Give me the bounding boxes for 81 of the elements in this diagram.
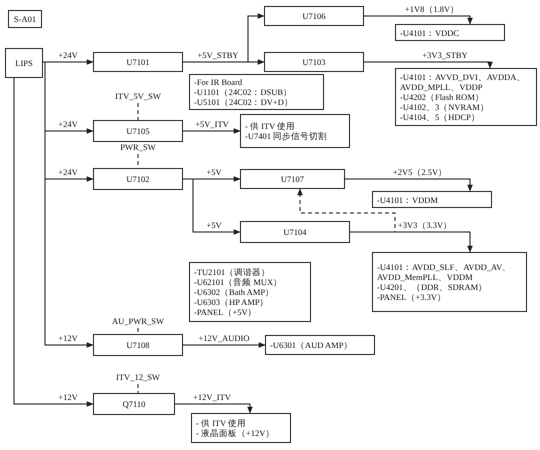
arrow bbox=[364, 62, 493, 69]
edge-label: +5V bbox=[205, 167, 223, 177]
arrow bbox=[364, 16, 473, 25]
arrow bbox=[182, 128, 241, 134]
edge-label: +5V bbox=[205, 220, 223, 230]
note-box bbox=[372, 191, 492, 208]
note-line: -TU2101（调谐器） bbox=[194, 267, 272, 277]
note-line: -PANEL（+3.3V） bbox=[377, 292, 447, 302]
signal-label: AU_PWR_SW bbox=[93, 316, 183, 328]
power-supply-box bbox=[5, 48, 43, 78]
note-line: - 供 ITV 使用 bbox=[245, 121, 296, 131]
arrow bbox=[42, 59, 94, 65]
edge-label: +12V_ITV bbox=[192, 392, 232, 402]
arrow bbox=[182, 59, 265, 65]
box-label: U7103 bbox=[302, 57, 326, 67]
note-line: -U5101（24C02：DV+D） bbox=[194, 97, 294, 107]
note-box bbox=[395, 24, 505, 41]
edge-label: +24V bbox=[57, 119, 79, 129]
note-line: -U4104、5（HDCP） bbox=[400, 112, 481, 122]
box-label: Q7110 bbox=[122, 399, 146, 409]
regulator-box bbox=[93, 393, 175, 415]
note-line: -U4101：VDDC bbox=[400, 28, 460, 38]
box-label: U7105 bbox=[126, 126, 150, 136]
edge-label: +24V bbox=[57, 167, 79, 177]
box-label: LIPS bbox=[15, 58, 33, 68]
note-line: -For IR Board bbox=[194, 77, 244, 87]
box-label: U7108 bbox=[126, 340, 150, 350]
note-line: - 液晶面板（+12V） bbox=[196, 428, 276, 438]
note-box bbox=[372, 252, 527, 312]
box-label: U7106 bbox=[302, 11, 326, 21]
regulator-box bbox=[264, 6, 364, 26]
note-line: -U4201、（DDR、SDRAM） bbox=[377, 282, 488, 292]
note-box bbox=[395, 68, 537, 126]
note-line: -U6303（HP AMP） bbox=[194, 297, 270, 307]
arrow bbox=[344, 178, 473, 192]
note-line: -U4202（Flash ROM） bbox=[400, 92, 485, 102]
box-label: U7107 bbox=[280, 174, 304, 184]
box-label: U7102 bbox=[126, 174, 150, 184]
arrow bbox=[182, 178, 241, 235]
note-line: -U7401 同步信号切割 bbox=[245, 131, 328, 141]
dashed-arrow bbox=[297, 188, 396, 232]
note-line: - 供 ITV 使用 bbox=[196, 418, 248, 428]
title-box bbox=[8, 10, 42, 28]
note-box bbox=[265, 335, 375, 355]
arrow bbox=[174, 404, 253, 414]
regulator-box bbox=[240, 221, 350, 243]
note-line: -U4101：AVDD_SLF、AVDD_AV、AVDD_MemPLL、VDDM bbox=[377, 262, 512, 282]
note-line: -U62101（音频 MUX） bbox=[194, 277, 284, 287]
regulator-box bbox=[93, 120, 183, 142]
regulator-box bbox=[93, 52, 183, 72]
arrow bbox=[14, 78, 94, 407]
regulator-box bbox=[93, 168, 183, 190]
note-line: -U6301（AUD AMP） bbox=[270, 340, 354, 350]
edge-label: +12V bbox=[57, 333, 79, 343]
regulator-box bbox=[93, 334, 183, 356]
note-box bbox=[189, 262, 311, 322]
signal-label: ITV_5V_SW bbox=[93, 91, 183, 103]
edge-label: +24V bbox=[57, 50, 79, 60]
edge-label: +5V_STBY bbox=[196, 50, 240, 60]
box-label: U7104 bbox=[283, 227, 307, 237]
note-line: -U4101：AVVD_DVI、AVDDA、AVDD_MPLL、VDDP bbox=[400, 72, 526, 92]
note-box bbox=[189, 74, 324, 110]
note-box bbox=[191, 413, 291, 443]
arrow bbox=[42, 62, 94, 348]
edge-label: +12V bbox=[57, 392, 79, 402]
box-label: S-A01 bbox=[14, 14, 36, 24]
note-line: -PANEL（+5V） bbox=[194, 307, 258, 317]
note-box bbox=[240, 114, 350, 148]
arrow bbox=[182, 342, 266, 348]
note-line: -U4101：VDDM bbox=[377, 194, 439, 204]
regulator-box bbox=[240, 169, 345, 189]
regulator-box bbox=[264, 52, 364, 72]
note-line: -U6302（Bath AMP） bbox=[194, 287, 276, 297]
signal-label: ITV_12_SW bbox=[93, 372, 183, 384]
edge-label: +3V3_STBY bbox=[421, 50, 469, 60]
edge-label: +12V_AUDIO bbox=[197, 333, 251, 343]
edge-label: +5V_ITV bbox=[194, 119, 230, 129]
note-line: -U1101（24C02：DSUB） bbox=[194, 87, 293, 97]
note-line: -U4102、3（NVRAM） bbox=[400, 102, 490, 112]
signal-label: PWR_SW bbox=[93, 142, 183, 154]
box-label: U7101 bbox=[126, 57, 150, 67]
